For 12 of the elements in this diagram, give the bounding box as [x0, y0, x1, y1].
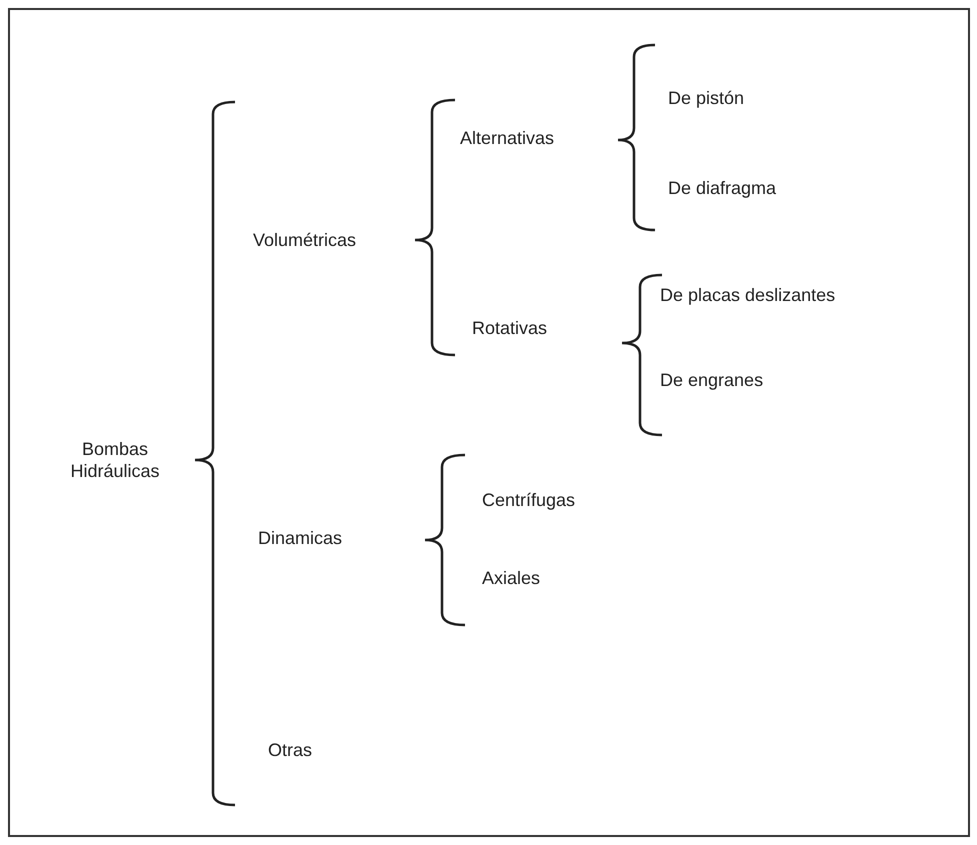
- category-text: De diafragma: [668, 177, 776, 199]
- category-text: Axiales: [482, 567, 540, 589]
- category-text: Dinamicas: [258, 527, 342, 549]
- category-text: Alternativas: [460, 127, 554, 149]
- category-text: De pistón: [668, 87, 744, 109]
- category-text: Rotativas: [472, 317, 548, 339]
- category-text: Volumétricas: [253, 229, 356, 251]
- category-text: Centrífugas: [482, 489, 576, 511]
- category-text: De engranes: [660, 369, 764, 391]
- category-text: De placas deslizantes: [660, 284, 836, 306]
- category-text: Otras: [268, 739, 312, 761]
- category-text: Bombas Hidráulicas: [69, 438, 161, 482]
